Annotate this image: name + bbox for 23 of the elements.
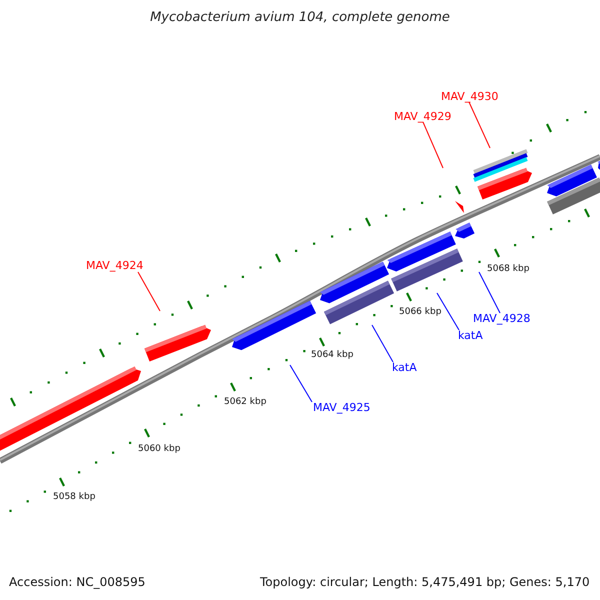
leader-line bbox=[422, 122, 444, 168]
tick-label: 5062 kbp bbox=[224, 398, 266, 407]
gene-label: MAV_4930 bbox=[441, 91, 498, 102]
footer-text: Accession: NC_008595 bbox=[9, 576, 146, 588]
tick-label: 5058 kbp bbox=[53, 493, 96, 502]
leader-line bbox=[290, 364, 312, 402]
footer-text: Topology: circular; Length: 5,475,491 bp; Genes: 5,170 bbox=[260, 576, 590, 588]
leader-line bbox=[138, 272, 160, 312]
tick-label: 5064 kbp bbox=[311, 351, 354, 360]
tick-label: 5060 kbp bbox=[138, 445, 180, 454]
gene-label: katA bbox=[392, 362, 417, 373]
leader-line bbox=[372, 324, 394, 362]
gene-label: MAV_4928 bbox=[473, 313, 530, 324]
gene-label: MAV_4924 bbox=[86, 260, 144, 271]
tick-label: 5068 kbp bbox=[487, 265, 530, 274]
leader-line bbox=[436, 292, 460, 330]
gene-label: katA bbox=[458, 330, 483, 341]
leader-line bbox=[468, 102, 490, 148]
gene-label: MAV_4925 bbox=[313, 402, 370, 413]
leader-line bbox=[478, 272, 500, 314]
map-title: Mycobacterium avium 104, complete genome bbox=[149, 11, 451, 24]
gene-label: MAV_4929 bbox=[394, 111, 452, 122]
tick-label: 5066 kbp bbox=[399, 308, 442, 317]
